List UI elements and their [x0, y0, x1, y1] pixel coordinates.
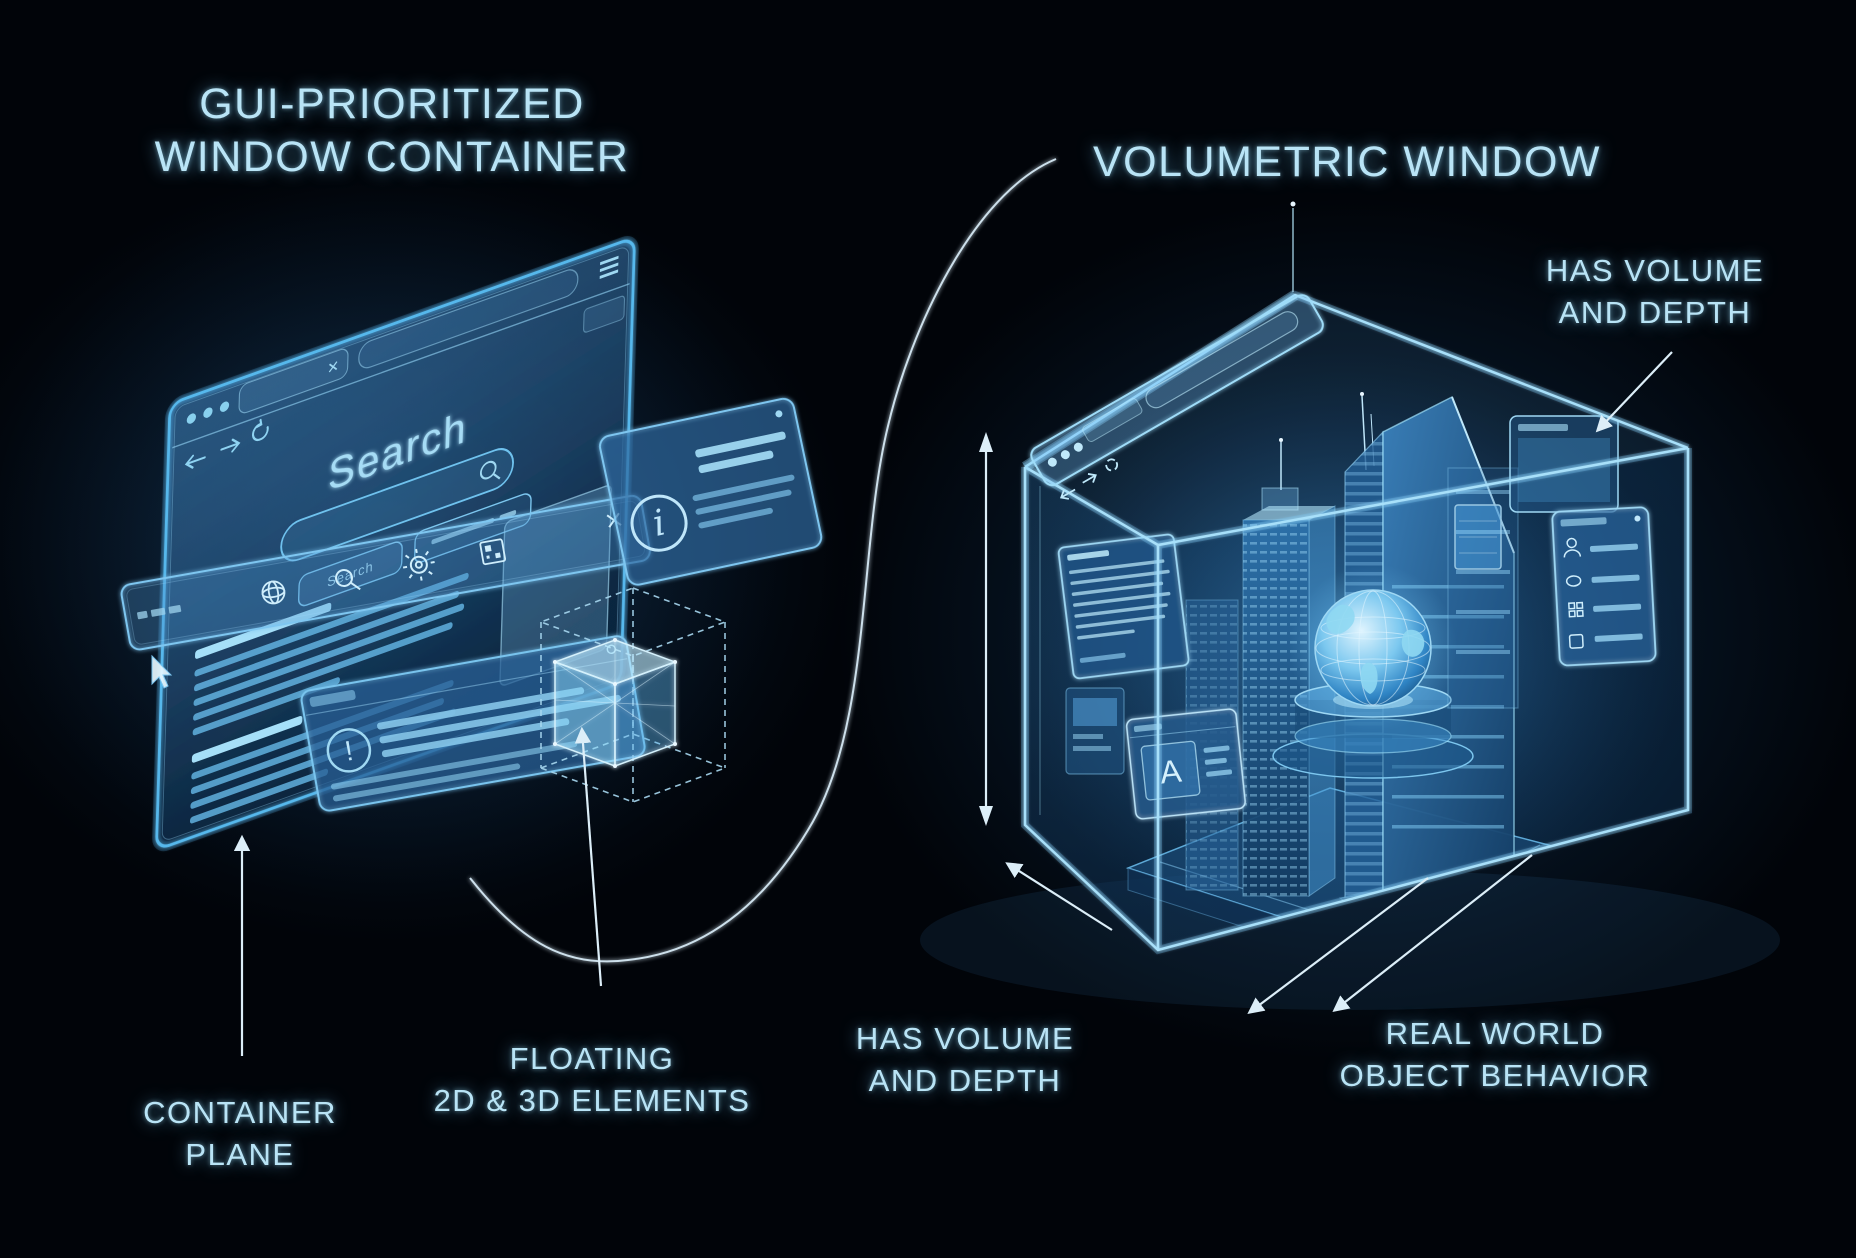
depth-arrow-front1 — [1247, 877, 1429, 1014]
url-bar — [358, 269, 579, 369]
grid-icon — [1568, 601, 1584, 618]
right-title-text: VOLUMETRIC WINDOW — [1092, 138, 1602, 186]
floating-line2: 2D & 3D ELEMENTS — [433, 1082, 751, 1118]
floating-elements-label: FLOATING 2D & 3D ELEMENTS — [434, 1038, 751, 1121]
info-panel-frame — [599, 397, 823, 586]
icon-row-lines — [1589, 543, 1643, 642]
app-icon-tile — [1140, 740, 1201, 801]
left-title-line1: GUI-PRIORITIZED — [199, 80, 585, 128]
square-icon — [1568, 633, 1584, 649]
chrome-forward-icon — [1082, 473, 1097, 484]
container-plane-line2: PLANE — [185, 1136, 295, 1172]
floating-line1: FLOATING — [509, 1041, 675, 1076]
volume-bottom-line1: HAS VOLUME — [855, 1021, 1075, 1056]
volume-top-line1: HAS VOLUME — [1545, 253, 1765, 288]
panel-close-icon — [1634, 515, 1641, 522]
depth-arrow-left — [1005, 862, 1113, 931]
container-plane-label: CONTAINER PLANE — [143, 1092, 337, 1175]
qr-code-icon — [479, 538, 507, 566]
sphere-icon — [261, 580, 286, 605]
interior-text-panel — [1057, 533, 1190, 680]
depth-arrow-front2 — [1332, 854, 1533, 1013]
tab-close-icon — [328, 361, 338, 373]
alert-circle-icon — [326, 728, 372, 773]
info-panel-body-lines — [692, 474, 795, 529]
traffic-light-dots — [186, 401, 230, 424]
floating-elements-arrow — [574, 726, 603, 987]
reload-icon — [252, 418, 269, 442]
back-arrow-icon — [184, 454, 206, 469]
cursor-icon — [151, 654, 173, 689]
dimension-arrows — [979, 351, 1673, 1014]
app-letter-icon: A — [1158, 753, 1184, 791]
chrome-back-icon — [1059, 488, 1076, 500]
globe — [1289, 564, 1457, 732]
titlebar-divider — [172, 283, 630, 449]
popup-title-bar — [309, 689, 356, 707]
window-dot-icon — [203, 407, 213, 418]
floating-3d-cube — [538, 587, 728, 803]
volume-top-label: HAS VOLUME AND DEPTH — [1546, 250, 1764, 333]
icon-list-panel — [1551, 506, 1657, 667]
volumetric-window-chrome — [1030, 294, 1324, 500]
blob-icon — [1565, 575, 1582, 587]
popup-footer-lines — [330, 741, 578, 802]
info-circle-icon — [630, 494, 688, 552]
magnifier-icon — [335, 568, 361, 591]
volume-bottom-line2: AND DEPTH — [868, 1062, 1062, 1098]
volume-bottom-label: HAS VOLUME AND DEPTH — [856, 1018, 1074, 1101]
info-panel: i — [599, 397, 823, 586]
real-world-line1: REAL WORLD — [1385, 1016, 1605, 1051]
search-input — [280, 448, 514, 562]
left-title: GUI-PRIORITIZED WINDOW CONTAINER — [155, 78, 630, 185]
wall-window — [1447, 467, 1519, 709]
toolbar-faux-label — [137, 604, 182, 620]
info-panel-headline-lines — [695, 431, 786, 474]
toolbar-box — [583, 295, 626, 333]
device-box — [1065, 687, 1125, 775]
app-window: A — [1125, 708, 1246, 820]
volume-top-line2: AND DEPTH — [1558, 294, 1752, 330]
browser-tab — [238, 348, 349, 414]
cube-solid — [552, 638, 678, 768]
chrome-bar — [1030, 294, 1324, 487]
left-title-line2: WINDOW CONTAINER — [154, 133, 630, 182]
chrome-dots — [1047, 442, 1083, 467]
search-icon — [479, 460, 501, 480]
right-title: VOLUMETRIC WINDOW — [1093, 136, 1601, 189]
globe-continents — [1326, 604, 1425, 694]
window-dot-icon — [186, 413, 196, 424]
forward-arrow-icon — [220, 438, 241, 453]
pin-icon — [775, 410, 783, 418]
panel-faux-lines — [1069, 559, 1171, 640]
volume-top-arrow — [1595, 351, 1673, 433]
window-dot-icon — [219, 401, 230, 412]
volumetric-cube-interior: A — [1025, 295, 1688, 950]
chrome-tab — [1082, 398, 1143, 442]
real-world-line2: OBJECT BEHAVIOR — [1339, 1057, 1651, 1093]
app-window-title — [1133, 723, 1162, 732]
container-plane-line1: CONTAINER — [143, 1095, 337, 1130]
gear-icon — [402, 548, 435, 581]
connector-curve — [469, 158, 1057, 963]
person-icon — [1563, 537, 1582, 558]
chrome-url-bar — [1145, 311, 1299, 409]
app-window-lines — [1203, 745, 1233, 777]
hamburger-menu-icon — [599, 255, 619, 279]
real-world-label: REAL WORLD OBJECT BEHAVIOR — [1340, 1013, 1651, 1096]
